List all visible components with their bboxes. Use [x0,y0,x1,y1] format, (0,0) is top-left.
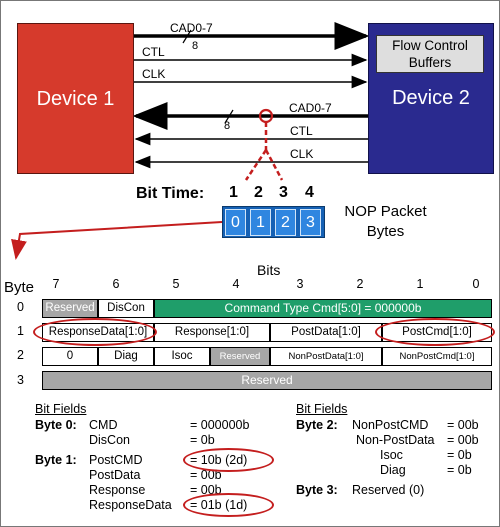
device-2-label: Device 2 [392,87,470,109]
nop-packet-caption: NOP Packet Bytes [333,202,438,242]
row0-command-cell: Command Type Cmd[5:0] = 000000b [154,299,492,318]
bus-width-bottom: 8 [224,120,231,132]
row0-discon-cell: DisCon [98,299,154,318]
buffers-label-line2: Buffers [408,55,452,70]
byte3-field-value: Reserved (0) [352,483,425,497]
byte1-field-name-3: ResponseData [89,498,172,512]
buffers-label-line1: Flow Control [392,38,468,53]
byte0-field-name-0: CMD [89,418,118,432]
bus-slash-top [182,29,192,44]
signal-clk-bottom: CLK [290,147,314,161]
byte1-field-name-2: Response [89,483,146,497]
bus-slash-bottom [224,109,234,124]
byte0-field-value-0: = 000000b [190,418,250,432]
signal-clk-top: CLK [142,67,166,81]
highlight-post-cmd-value [183,448,274,472]
bit-number-7: 7 [52,277,60,291]
row2-reserved-cell: Reserved [210,347,270,366]
row-number-0: 0 [17,300,24,314]
highlight-post-cmd [375,318,495,346]
byte2-field-value-1: = 00b [447,433,479,447]
byte1-field-name-0: PostCMD [89,453,143,467]
bit-number-3: 3 [296,277,304,291]
row2-zero-cell: 0 [42,347,98,366]
bit-number-4: 4 [232,277,240,291]
nop-caption-line2: Bytes [366,223,405,240]
bit-fields-right-heading: Bit Fields [296,402,348,416]
signal-cad-top: CAD0-7 [170,21,213,35]
device-1-box: Device 1 [17,23,134,174]
byte2-label: Byte 2: [296,418,338,432]
byte3-label: Byte 3: [296,483,338,497]
row2-non-post-data-cell: NonPostData[1:0] [270,347,382,366]
byte0-field-name-1: DisCon [89,433,130,447]
nop-caption-line1: NOP Packet [344,203,427,220]
bit-number-6: 6 [112,277,120,291]
packet-bytes-box: 0 1 2 3 [222,206,325,238]
packet-byte-0: 0 [225,209,246,236]
device-1-label: Device 1 [36,88,115,110]
bit-number-2: 2 [356,277,364,291]
packet-byte-1: 1 [250,209,271,236]
bus-width-top: 8 [192,40,199,52]
bit-time-2: 2 [254,184,263,201]
byte0-field-value-1: = 0b [190,433,215,447]
byte2-field-name-3: Diag [380,463,406,477]
row2-non-post-cmd-cell: NonPostCmd[1:0] [382,347,492,366]
bit-time-4: 4 [305,184,314,201]
signal-ctl-bottom: CTL [290,124,313,138]
row2-isoc-cell: Isoc [154,347,210,366]
row3-reserved-cell: Reserved [42,371,492,390]
packet-byte-2: 2 [275,209,296,236]
bit-fields-left-heading: Bit Fields [35,402,87,416]
row0-reserved-cell: Reserved [42,299,98,318]
byte1-field-value-1: = 00b [190,468,222,482]
bit-number-1: 1 [416,277,424,291]
row-number-3: 3 [17,373,24,387]
byte2-field-value-2: = 0b [447,448,472,462]
row1-post-data-cell: PostData[1:0] [270,323,382,342]
byte0-label: Byte 0: [35,418,77,432]
highlight-response-data-value [183,493,274,517]
byte-heading: Byte [4,279,35,296]
byte2-field-name-0: NonPostCMD [352,418,429,432]
callout-arrow [11,221,223,260]
bit-time-1: 1 [229,184,238,201]
row1-response-cell: Response[1:0] [154,323,270,342]
row2-diag-cell: Diag [98,347,154,366]
byte1-field-name-1: PostData [89,468,141,482]
signal-cad-bottom: CAD0-7 [289,101,332,115]
byte2-field-value-0: = 00b [447,418,479,432]
byte2-field-value-3: = 0b [447,463,472,477]
signal-ctl-top: CTL [142,45,165,59]
flow-control-buffers-box: Flow Control Buffers [376,35,484,73]
packet-byte-3: 3 [300,209,321,236]
byte2-field-name-1: Non-PostData [356,433,435,447]
bit-number-0: 0 [472,277,480,291]
byte2-field-name-2: Isoc [380,448,403,462]
device-2-box: Flow Control Buffers Device 2 [368,23,494,174]
bit-time-label: Bit Time: [136,185,205,202]
row-number-2: 2 [17,348,24,362]
byte1-label: Byte 1: [35,453,77,467]
row-number-1: 1 [17,324,24,338]
bit-time-3: 3 [279,184,288,201]
highlight-response-data [33,318,157,346]
bits-heading: Bits [257,262,281,278]
bit-number-5: 5 [172,277,180,291]
